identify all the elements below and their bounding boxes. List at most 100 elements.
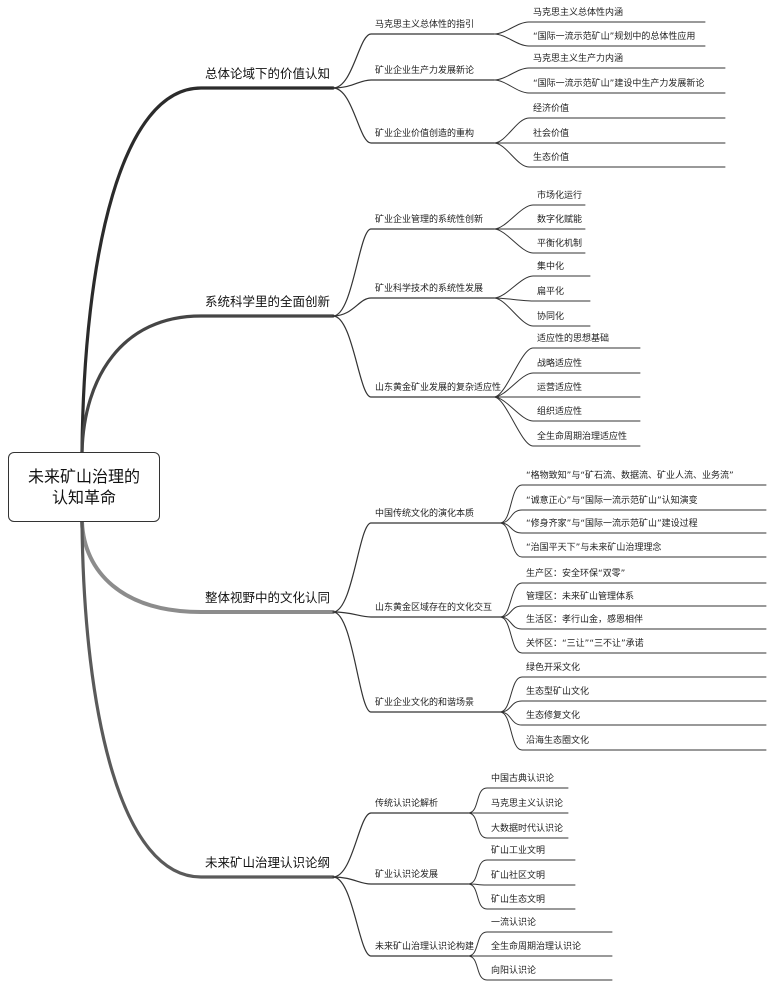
branch-4-sub-1[interactable]: 传统认识论解析	[375, 799, 439, 809]
branch-2-sub-1[interactable]: 矿业企业管理的系统性创新	[375, 215, 484, 225]
branch-3-sub-3[interactable]: 矿业企业文化的和谐场景	[375, 698, 475, 708]
branch-3-sub-3-leaf-1-connector	[499, 676, 767, 713]
branch-2-sub-1-leaf-3[interactable]: 平衡化机制	[537, 239, 583, 249]
branch-2-sub-1-leaf-2[interactable]: 数字化赋能	[537, 215, 583, 225]
branch-3-sub-1-leaf-1[interactable]: “格物致知”与“矿石流、数据流、矿业人流、业务流”	[526, 471, 734, 481]
branch-2-sub-3-leaf-5[interactable]: 全生命周期治理适应性	[537, 432, 628, 442]
branch-4-sub-2-leaf-1-connector	[467, 859, 576, 885]
branch-1-title[interactable]: 总体论域下的价值认知	[205, 66, 331, 81]
branch-1-sub-1-leaf-2[interactable]: “国际一流示范矿山”规划中的总体性应用	[533, 32, 696, 42]
branch-4-sub-2-connector	[332, 876, 469, 885]
branch-2-sub-3-leaf-2[interactable]: 战略适应性	[537, 359, 583, 369]
branch-3-sub-3-leaf-4-connector	[499, 711, 767, 751]
branch-3-sub-2-leaf-3-connector	[499, 616, 767, 630]
branch-1-sub-3-leaf-2[interactable]: 社会价值	[533, 129, 570, 139]
branch-1-sub-1-leaf-1-connector	[493, 21, 706, 35]
branch-1-sub-2[interactable]: 矿业企业生产力发展新论	[375, 66, 475, 76]
branch-2-sub-2[interactable]: 矿业科学技术的系统性发展	[375, 284, 484, 294]
branch-4-sub-1-connector	[332, 812, 469, 878]
branch-1-connector	[80, 86, 335, 454]
branch-2-sub-1-leaf-1-connector	[493, 204, 586, 230]
branch-3-sub-3-leaf-2[interactable]: 生态型矿山文化	[526, 687, 590, 697]
branch-4-sub-1-leaf-3[interactable]: 大数据时代认识论	[491, 824, 564, 834]
branch-3-sub-2-leaf-2[interactable]: 管理区：未来矿山管理体系	[526, 592, 635, 602]
branch-4-sub-1-leaf-1-connector	[467, 787, 569, 814]
branch-2-sub-2-leaf-2-connector	[493, 297, 591, 302]
branch-3-sub-2-leaf-1[interactable]: 生产区：安全环保“双零”	[526, 569, 626, 579]
branch-4-sub-3[interactable]: 未来矿山治理认识论构建	[375, 942, 475, 952]
root-node[interactable]: 未来矿山治理的 认知革命	[8, 452, 160, 522]
branch-3-sub-2-connector	[332, 611, 501, 618]
branch-4-sub-1-leaf-1[interactable]: 中国古典认识论	[491, 774, 555, 784]
branch-3-sub-3-leaf-4[interactable]: 沿海生态圈文化	[526, 736, 590, 746]
branch-3-sub-3-leaf-2-connector	[499, 700, 767, 713]
branch-2-sub-2-leaf-3[interactable]: 协同化	[537, 312, 565, 322]
branch-2-sub-1-connector	[332, 228, 495, 317]
branch-4-sub-2[interactable]: 矿业认识论发展	[375, 870, 439, 880]
branch-4-sub-1-leaf-3-connector	[467, 812, 569, 839]
branch-4-title[interactable]: 未来矿山治理认识论纲	[205, 855, 331, 870]
branch-2-connector	[80, 314, 335, 454]
branch-1-sub-3-leaf-1[interactable]: 经济价值	[533, 104, 570, 114]
branch-2-sub-2-leaf-2[interactable]: 扁平化	[537, 287, 565, 297]
branch-2-sub-1-leaf-3-connector	[493, 228, 586, 254]
branch-4-connector	[80, 520, 335, 879]
branch-4-sub-3-leaf-2[interactable]: 全生命周期治理认识论	[491, 942, 582, 952]
branch-2-sub-2-leaf-3-connector	[493, 297, 591, 327]
branch-2-sub-3-leaf-1-connector	[493, 347, 641, 398]
branch-4-sub-3-leaf-1-connector	[467, 931, 613, 957]
branch-3-sub-2-leaf-2-connector	[499, 605, 767, 618]
branch-2-sub-3-leaf-3[interactable]: 运营适应性	[537, 383, 583, 393]
branch-1-sub-1-leaf-2-connector	[493, 33, 706, 47]
branch-3-sub-1-leaf-3[interactable]: “修身齐家”与“国际一流示范矿山”建设过程	[526, 519, 698, 529]
branch-3-sub-1-leaf-1-connector	[499, 484, 767, 524]
branch-3-sub-2-leaf-1-connector	[499, 582, 767, 618]
branch-3-sub-3-leaf-1[interactable]: 绿色开采文化	[526, 663, 581, 673]
branch-4-sub-2-leaf-2[interactable]: 矿山社区文明	[491, 871, 546, 881]
branch-1-sub-3[interactable]: 矿业企业价值创造的重构	[375, 129, 475, 139]
branch-3-sub-2-leaf-4[interactable]: 关怀区：“三让”“三不让”承诺	[526, 639, 644, 649]
branch-4-sub-3-leaf-3-connector	[467, 955, 613, 981]
branch-3-sub-3-leaf-3-connector	[499, 711, 767, 726]
branch-1-sub-3-leaf-3-connector	[493, 142, 726, 168]
root-title-line2: 认知革命	[51, 488, 116, 507]
branch-1-sub-1[interactable]: 马克思主义总体性的指引	[375, 20, 475, 30]
branch-4-sub-2-leaf-3[interactable]: 矿山生态文明	[491, 895, 546, 905]
branch-3-sub-2[interactable]: 山东黄金区域存在的文化交互	[375, 603, 493, 613]
branch-1-sub-3-leaf-1-connector	[493, 117, 726, 144]
branch-3-sub-2-leaf-3[interactable]: 生活区：孝行山金，感恩相伴	[526, 615, 644, 625]
branch-3-sub-3-leaf-3[interactable]: 生态修复文化	[526, 711, 581, 721]
branch-3-sub-1-connector	[332, 522, 501, 613]
branch-1-sub-2-leaf-1[interactable]: 马克思主义生产力内涵	[533, 54, 624, 64]
branch-3-sub-1-leaf-2-connector	[499, 509, 767, 524]
branch-1-sub-1-leaf-1[interactable]: 马克思主义总体性内涵	[533, 8, 624, 18]
branch-3-sub-1-leaf-4[interactable]: “治国平天下”与未来矿山治理理念	[526, 543, 662, 553]
branch-2-title[interactable]: 系统科学里的全面创新	[205, 294, 331, 309]
branch-3-sub-1-leaf-2[interactable]: “诚意正心”与“国际一流示范矿山”认知演变	[526, 496, 698, 506]
branch-1-sub-2-leaf-2[interactable]: “国际一流示范矿山”建设中生产力发展新论	[533, 79, 705, 89]
branch-2-sub-1-leaf-1[interactable]: 市场化运行	[537, 191, 583, 201]
branch-1-sub-3-leaf-3[interactable]: 生态价值	[533, 153, 570, 163]
branch-2-sub-2-leaf-1-connector	[493, 275, 591, 299]
branch-4-sub-2-leaf-1[interactable]: 矿山工业文明	[491, 846, 546, 856]
branch-2-sub-3[interactable]: 山东黄金矿业发展的复杂适应性	[375, 383, 502, 393]
branch-4-sub-3-leaf-1[interactable]: 一流认识论	[491, 918, 537, 928]
branch-2-sub-3-leaf-1[interactable]: 适应性的思想基础	[537, 334, 610, 344]
branch-2-sub-3-leaf-5-connector	[493, 396, 641, 447]
branch-2-sub-3-leaf-2-connector	[493, 372, 641, 398]
branch-3-sub-1[interactable]: 中国传统文化的演化本质	[375, 509, 475, 519]
branch-2-sub-2-leaf-1[interactable]: 集中化	[537, 262, 565, 272]
branch-3-sub-1-leaf-4-connector	[499, 522, 767, 558]
branch-2-sub-3-leaf-4-connector	[493, 396, 641, 422]
branch-4-sub-3-leaf-3[interactable]: 向阳认识论	[491, 966, 537, 976]
connector-lines	[80, 21, 767, 981]
branch-3-sub-3-connector	[332, 611, 501, 713]
branch-4-sub-1-leaf-2[interactable]: 马克思主义认识论	[491, 799, 564, 809]
branch-1-sub-2-connector	[332, 79, 495, 89]
root-title-line1: 未来矿山治理的	[27, 467, 140, 486]
branch-1-sub-2-leaf-1-connector	[493, 67, 726, 81]
branch-2-sub-3-leaf-4[interactable]: 组织适应性	[537, 407, 583, 417]
branch-1-sub-2-leaf-2-connector	[493, 79, 726, 94]
branch-3-title[interactable]: 整体视野中的文化认同	[205, 590, 331, 605]
